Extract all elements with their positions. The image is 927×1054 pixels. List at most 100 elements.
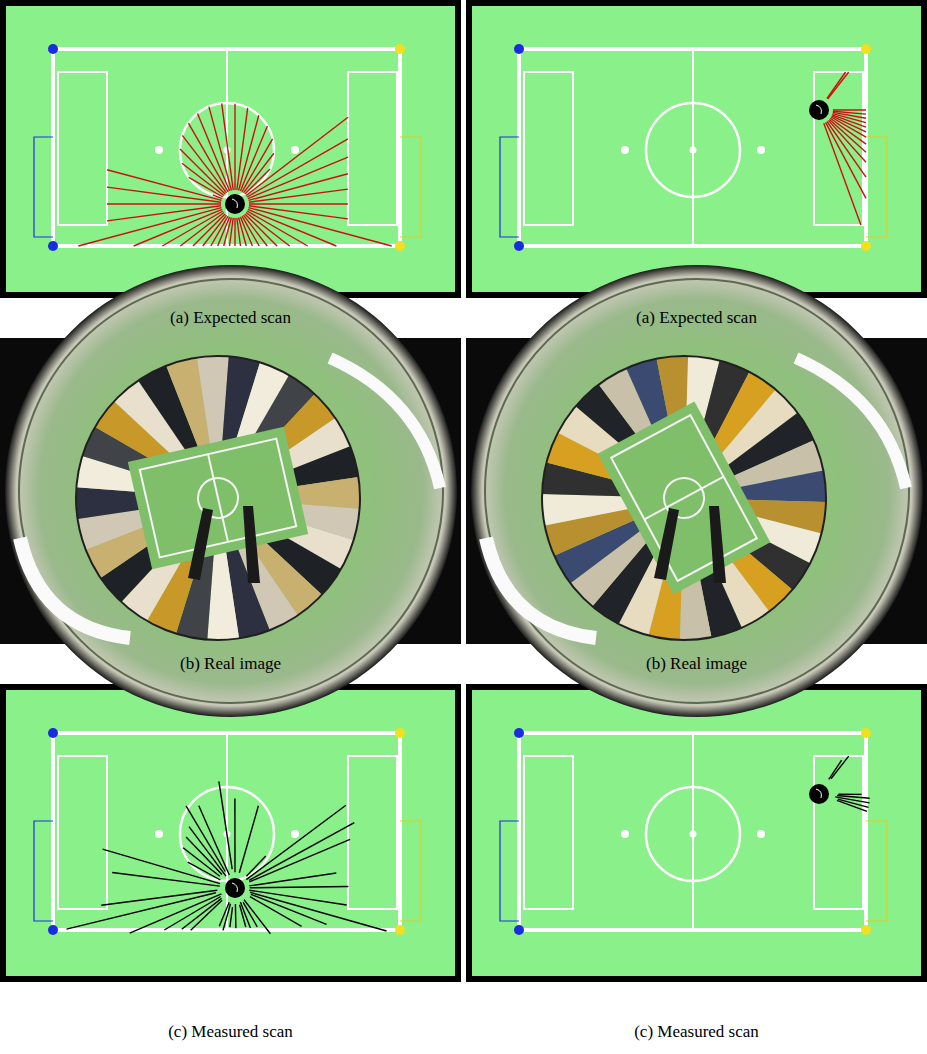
corner-post <box>514 728 524 738</box>
field-ground <box>3 3 458 295</box>
scan-ray <box>250 892 386 931</box>
scan-ray <box>244 900 270 934</box>
seen-field-boundary <box>140 439 296 558</box>
field-ground <box>469 3 924 295</box>
scan-ray <box>827 72 846 99</box>
panel-caption: (b) Real image <box>0 653 461 675</box>
field-ground <box>469 687 924 979</box>
penalty-spot <box>621 830 629 838</box>
scan-ray <box>250 887 349 888</box>
center-spot <box>690 831 697 838</box>
panel-caption: (c) Measured scan <box>466 1021 927 1043</box>
scan-ray <box>107 187 221 202</box>
scan-ray <box>222 103 234 190</box>
penalty-spot <box>621 146 629 154</box>
scan-ray <box>239 806 258 873</box>
scan-ray <box>249 208 392 246</box>
robot <box>809 100 829 120</box>
robot <box>809 784 829 804</box>
yellow-goal <box>400 821 421 921</box>
yellow-goal <box>866 821 887 921</box>
center-spot <box>690 147 697 154</box>
soccer-field <box>3 687 458 979</box>
corner-post <box>395 925 405 935</box>
panel-caption: (c) Measured scan <box>0 1021 461 1043</box>
scan-ray <box>219 902 229 926</box>
seen-center-circle <box>657 471 711 525</box>
seen-field <box>598 401 771 594</box>
scan-ray <box>164 897 220 931</box>
scan-ray <box>826 122 866 198</box>
robot-mark <box>816 105 821 114</box>
inner-mirror-edge <box>542 356 826 640</box>
corner-post <box>861 241 871 251</box>
corner-post <box>48 925 58 935</box>
center-circle <box>180 103 274 197</box>
scan-ray <box>234 104 235 190</box>
penalty-spot <box>757 146 765 154</box>
blue-goal <box>34 821 53 921</box>
penalty-box <box>524 72 573 225</box>
rim-line <box>19 279 443 703</box>
robot-mark <box>232 199 237 208</box>
scan-ray <box>78 208 221 246</box>
penalty-box <box>58 756 107 909</box>
penalty-box <box>348 72 397 225</box>
penalty-box <box>524 756 573 909</box>
center-circle <box>646 103 740 197</box>
scan-ray <box>249 189 348 202</box>
mirror-rim <box>471 265 923 717</box>
scan-ray <box>246 213 290 247</box>
inner-mirror-edge <box>76 356 360 640</box>
robot-shadow <box>243 506 260 583</box>
scan-ray <box>248 209 337 246</box>
scan-ray <box>824 123 861 225</box>
scan-ray <box>240 902 250 928</box>
center-circle <box>646 787 740 881</box>
corner-post <box>395 44 405 54</box>
field-boundary <box>53 49 400 246</box>
penalty-spot <box>155 146 163 154</box>
penalty-box <box>58 72 107 225</box>
corner-post <box>861 728 871 738</box>
scan-ray <box>182 163 224 195</box>
scan-ray <box>831 756 849 779</box>
penalty-spot <box>291 146 299 154</box>
robot <box>225 194 245 214</box>
rim-line <box>485 279 909 703</box>
scan-ray <box>189 827 226 876</box>
penalty-box <box>814 72 863 225</box>
scan-ray <box>246 117 348 195</box>
corner-post <box>48 44 58 54</box>
corner-post <box>861 44 871 54</box>
panel-caption: (b) Real image <box>466 653 927 675</box>
scan-ray <box>219 781 232 869</box>
scan-ray <box>180 149 225 194</box>
field-ground <box>3 687 458 979</box>
robot <box>225 878 245 898</box>
field-boundary <box>53 733 400 930</box>
soccer-field <box>469 687 924 979</box>
seen-field-ground <box>128 427 308 570</box>
penalty-box <box>348 756 397 909</box>
corner-post <box>48 728 58 738</box>
scan-ray <box>237 218 241 246</box>
scan-ray <box>107 206 221 221</box>
panel-caption: (a) Expected scan <box>0 307 461 329</box>
penalty-spot <box>757 830 765 838</box>
scan-ray <box>230 907 233 927</box>
scan-ray <box>251 894 327 924</box>
seen-field <box>128 427 308 570</box>
scan-ray <box>829 760 842 779</box>
scan-ray <box>246 805 346 879</box>
scan-ray <box>235 904 237 928</box>
blue-goal <box>500 137 519 237</box>
corner-post <box>514 241 524 251</box>
panel-caption: (a) Expected scan <box>466 307 927 329</box>
camera-image <box>466 265 927 717</box>
scan-ray <box>240 905 246 927</box>
yellow-goal <box>866 137 887 237</box>
scan-ray <box>249 203 348 204</box>
camera-image <box>0 265 461 717</box>
